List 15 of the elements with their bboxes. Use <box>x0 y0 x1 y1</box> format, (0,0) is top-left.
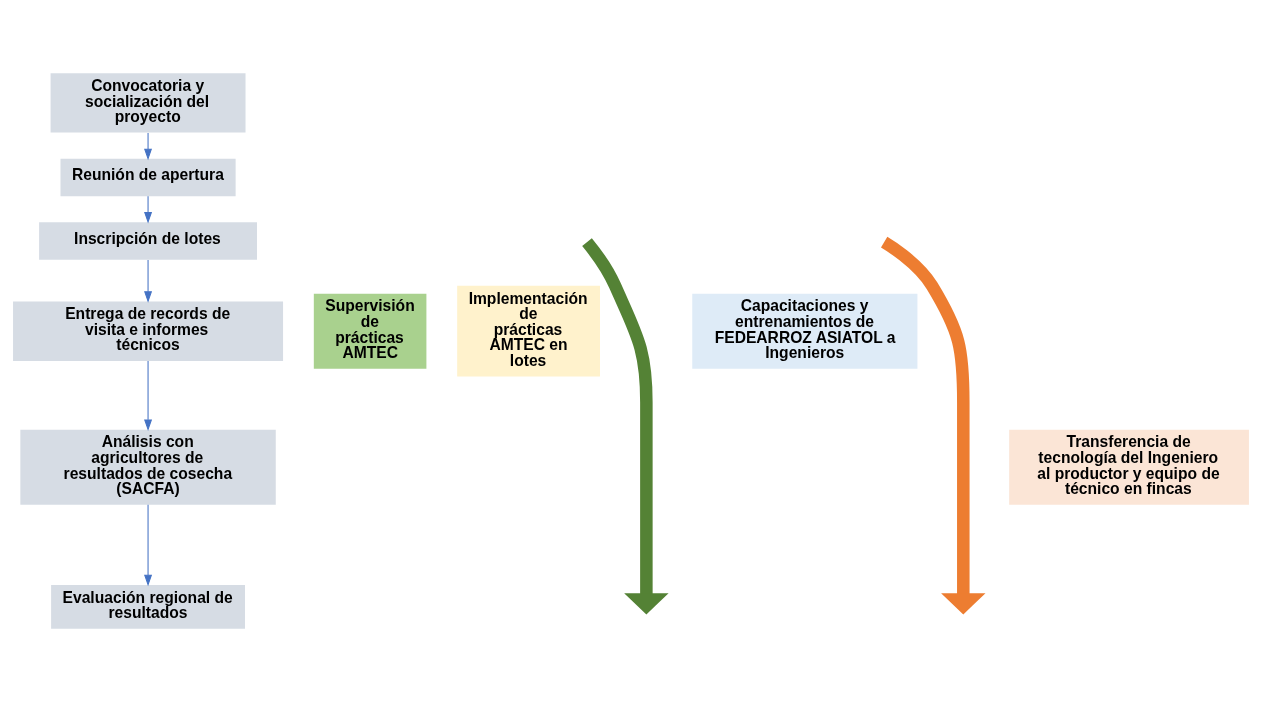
arrow <box>144 195 153 224</box>
arrow <box>144 132 153 161</box>
node-box: Evaluación regional de resultados <box>51 585 245 629</box>
node-box: Convocatoria y socialización del proyecto <box>50 73 246 133</box>
node-box: Supervisión de prácticas AMTEC <box>313 293 427 369</box>
node-box: Transferencia de tecnología del Ingeniero al productor y equipo de técnico en fincas <box>1009 429 1249 505</box>
node-box: Reunión de apertura <box>60 158 236 197</box>
node-box: Capacitaciones y entrenamientos de FEDEARROZ ASIATOL a Ingenieros <box>692 293 918 369</box>
arrow <box>144 504 153 587</box>
arrow <box>144 259 153 303</box>
node-box: Entrega de records de visita e informes técnicos <box>13 301 284 361</box>
node-box: Implementación de prácticas AMTEC en lotes <box>457 285 600 377</box>
node-box: Análisis con agricultores de resultados de cosecha (SACFA) <box>20 429 276 505</box>
node-box: Inscripción de lotes <box>39 222 257 260</box>
arrow <box>144 360 153 431</box>
